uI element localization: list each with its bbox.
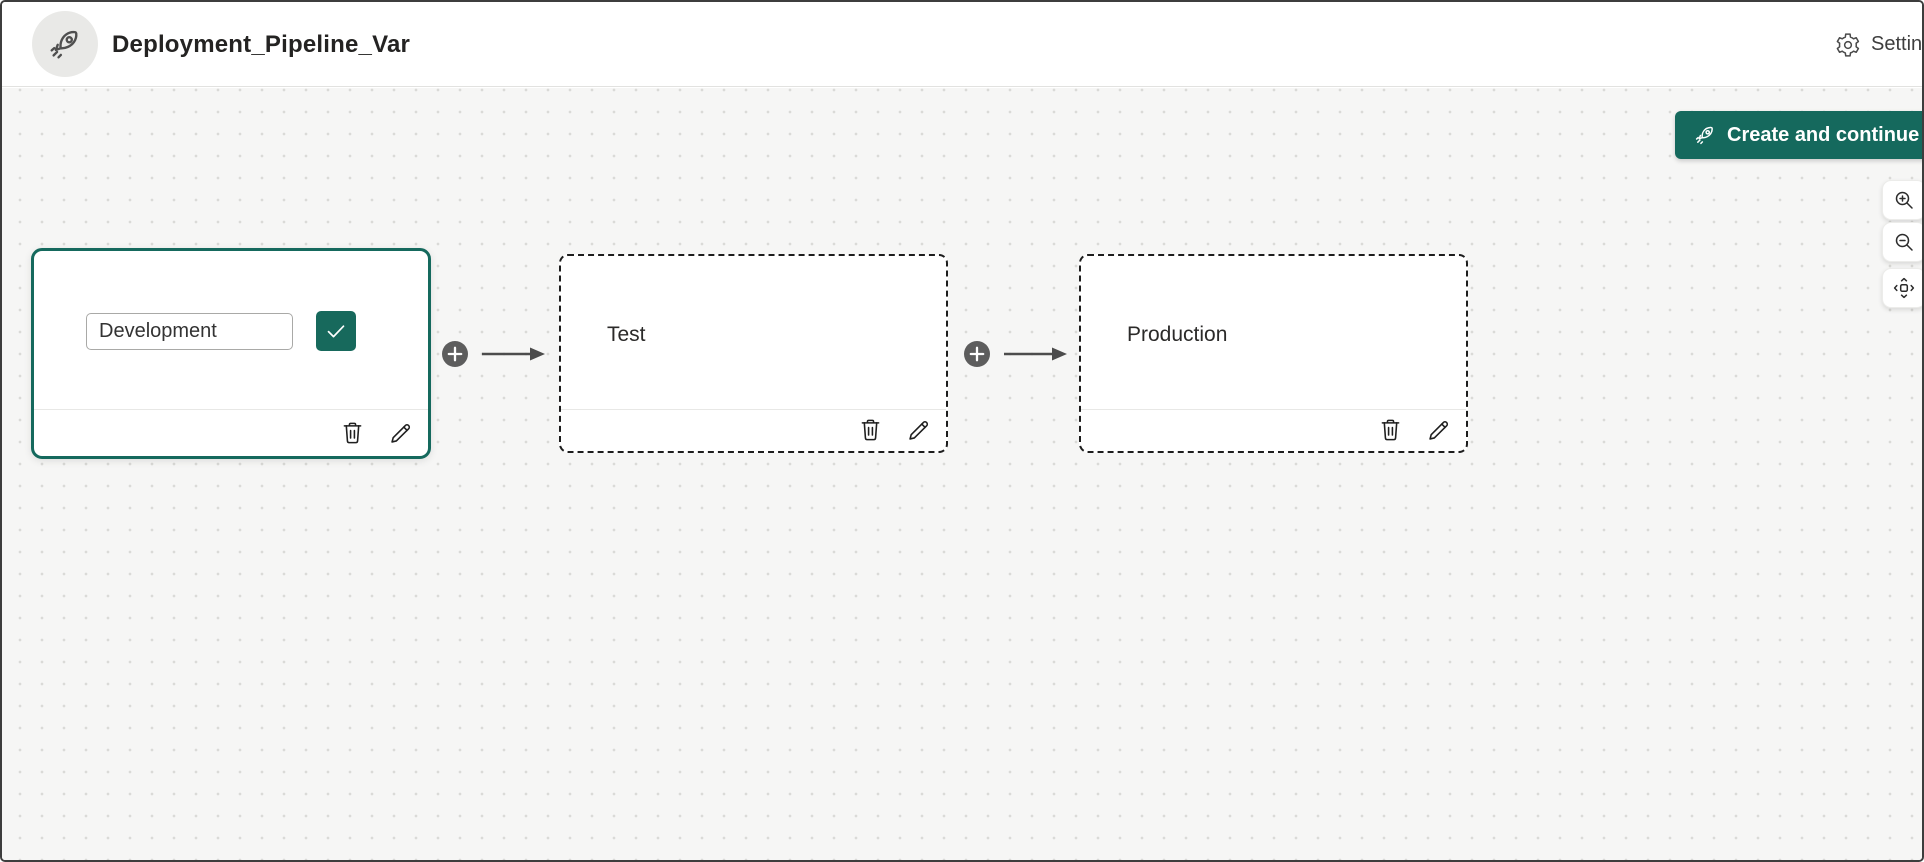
zoom-out-icon [1892,230,1916,254]
pencil-icon [1425,417,1452,444]
zoom-out-button[interactable] [1882,222,1922,262]
stage-footer [34,409,428,456]
delete-stage-button[interactable] [854,415,886,447]
stage-label: Test [607,323,646,346]
settings-label: Settings [1871,33,1922,55]
stage-name-input[interactable] [86,313,293,350]
create-button-label: Create and continue [1727,123,1920,146]
fit-view-button[interactable] [1882,268,1922,308]
stage-label: Production [1127,323,1228,346]
pipeline-canvas: Create and continue [2,88,1922,860]
gear-icon [1835,32,1861,58]
stage-footer [1081,409,1466,451]
edit-stage-button[interactable] [384,417,416,449]
stage-footer [561,409,946,451]
stage-card-test[interactable]: Test [559,254,948,453]
rocket-icon [46,25,84,63]
trash-icon [339,420,366,447]
edit-stage-button[interactable] [902,415,934,447]
pipeline-avatar [32,11,98,77]
settings-button[interactable]: Settings [1835,2,1922,86]
stage-card-production[interactable]: Production [1079,254,1468,453]
pencil-icon [905,417,932,444]
rocket-icon [1693,123,1717,147]
connector-arrow [1004,347,1067,361]
create-and-continue-button[interactable]: Create and continue [1675,111,1922,159]
confirm-stage-name-button[interactable] [316,311,356,351]
add-stage-button[interactable] [442,341,468,367]
edit-stage-button[interactable] [1422,415,1454,447]
delete-stage-button[interactable] [1374,415,1406,447]
add-stage-button[interactable] [964,341,990,367]
pencil-icon [387,420,414,447]
zoom-in-button[interactable] [1882,180,1922,220]
connector-test-production [960,332,1092,376]
delete-stage-button[interactable] [336,417,368,449]
check-icon [324,319,348,343]
stage-card-development[interactable] [31,248,431,459]
app-header: Deployment_Pipeline_Var Settings [2,2,1922,87]
trash-icon [857,417,884,444]
fit-view-icon [1892,276,1916,300]
connector-development-test [438,332,570,376]
zoom-in-icon [1892,188,1916,212]
trash-icon [1377,417,1404,444]
connector-arrow [482,347,545,361]
page-title: Deployment_Pipeline_Var [112,30,411,58]
